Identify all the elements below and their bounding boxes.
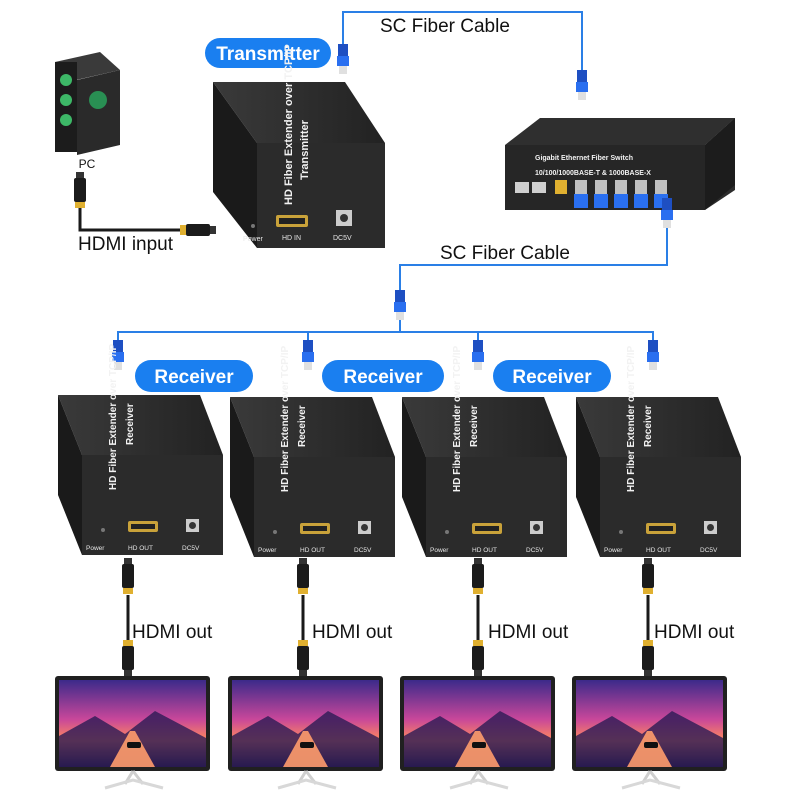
- switch-spec: 10/100/1000BASE-T & 1000BASE-X: [535, 170, 651, 177]
- fiber-connector-icon: [337, 44, 349, 74]
- hdmi-out-label-2: HDMI out: [312, 622, 393, 643]
- transmitter-hdmi-label: HD IN: [282, 235, 301, 242]
- receiver-hdmi-label: HD OUT: [300, 547, 325, 554]
- fiber-cable-middle: [399, 205, 668, 332]
- receiver-title: HD Fiber Extender over TCP/IP: [626, 346, 637, 492]
- transmitter-callout: [205, 38, 331, 68]
- receiver-device-3: HD Fiber Extender over TCP/IP Receiver P…: [402, 346, 567, 557]
- hdmi-plug-icon: [74, 172, 86, 208]
- receiver-dc-label: DC5V: [354, 547, 372, 554]
- transmitter-dc-label: DC5V: [333, 235, 352, 242]
- sc-fiber-top-label: SC Fiber Cable: [380, 16, 510, 37]
- transmitter-subtitle: Transmitter: [299, 119, 311, 180]
- receiver-subtitle: Receiver: [297, 405, 308, 447]
- hdmi-plug-icon: [642, 640, 654, 676]
- receiver-title: HD Fiber Extender over TCP/IP: [108, 344, 119, 490]
- receiver-hdmi-label: HD OUT: [128, 545, 153, 552]
- monitor-icon: [226, 674, 385, 790]
- fiber-connector-icon: [302, 340, 314, 370]
- receiver-power-label: Power: [430, 547, 449, 554]
- hdmi-plug-icon: [180, 224, 216, 236]
- receiver-callout-3: [493, 360, 611, 392]
- receiver-subtitle: Receiver: [643, 405, 654, 447]
- hdmi-out-label-4: HDMI out: [654, 622, 735, 643]
- fiber-connector-icon: [576, 70, 588, 100]
- hdmi-plug-icon: [297, 640, 309, 676]
- pc-label: PC: [79, 157, 96, 171]
- transmitter-power-label: Power: [243, 236, 264, 243]
- receiver-subtitle: Receiver: [469, 405, 480, 447]
- receiver-title: HD Fiber Extender over TCP/IP: [452, 346, 463, 492]
- sc-fiber-middle-label: SC Fiber Cable: [440, 243, 570, 264]
- receiver-hdmi-label: HD OUT: [646, 547, 671, 554]
- hdmi-input-cable: [78, 200, 190, 232]
- hdmi-plug-icon: [472, 558, 484, 594]
- transmitter-title: HD Fiber Extender over TCP/IP: [283, 44, 295, 205]
- hdmi-out-cable-4: [642, 558, 654, 676]
- hdmi-plug-icon: [472, 640, 484, 676]
- receiver-device-1: HD Fiber Extender over TCP/IP Receiver P…: [58, 344, 223, 555]
- receiver-hdmi-label: HD OUT: [472, 547, 497, 554]
- receiver-power-label: Power: [86, 545, 105, 552]
- hdmi-plug-icon: [297, 558, 309, 594]
- receiver-dc-label: DC5V: [182, 545, 200, 552]
- receiver-callout-2: [322, 360, 444, 392]
- receiver-label-3: Receiver: [512, 367, 592, 388]
- fiber-switch-device: Gigabit Ethernet Fiber Switch 10/100/100…: [505, 118, 735, 210]
- fiber-connector-icon: [647, 340, 659, 370]
- hdmi-out-cable-3: [472, 558, 484, 676]
- monitor-icon: [570, 674, 729, 790]
- receiver-label-2: Receiver: [343, 367, 423, 388]
- receiver-dc-label: DC5V: [700, 547, 718, 554]
- receiver-subtitle: Receiver: [125, 403, 136, 445]
- receiver-dc-label: DC5V: [526, 547, 544, 554]
- fiber-connector-icon: [394, 290, 406, 320]
- receiver-power-label: Power: [258, 547, 277, 554]
- fiber-connector-icon: [472, 340, 484, 370]
- switch-title: Gigabit Ethernet Fiber Switch: [535, 155, 633, 162]
- monitor-icon: [398, 674, 557, 790]
- receiver-callout-1: [135, 360, 253, 392]
- hdmi-input-label: HDMI input: [78, 234, 174, 255]
- hdmi-plug-icon: [122, 640, 134, 676]
- receiver-label-1: Receiver: [154, 367, 234, 388]
- receiver-device-4: HD Fiber Extender over TCP/IP Receiver P…: [576, 346, 741, 557]
- transmitter-device: HD Fiber Extender over TCP/IP Transmitte…: [213, 44, 385, 248]
- hdmi-out-cable-1: [122, 558, 134, 676]
- receiver-power-label: Power: [604, 547, 623, 554]
- transmitter-label: Transmitter: [216, 44, 320, 65]
- hdmi-out-cable-2: [297, 558, 309, 676]
- receiver-title: HD Fiber Extender over TCP/IP: [280, 346, 291, 492]
- receiver-device-2: HD Fiber Extender over TCP/IP Receiver P…: [230, 346, 395, 557]
- hdmi-plug-icon: [642, 558, 654, 594]
- pc-tower-icon: [55, 52, 120, 155]
- fiber-cable-top: [342, 11, 583, 100]
- hdmi-plug-icon: [122, 558, 134, 594]
- hdmi-out-label-3: HDMI out: [488, 622, 569, 643]
- power-led: [251, 224, 255, 228]
- fiber-connector-icon: [661, 198, 673, 228]
- monitor-icon: [53, 674, 212, 790]
- hdmi-out-label-1: HDMI out: [132, 622, 213, 643]
